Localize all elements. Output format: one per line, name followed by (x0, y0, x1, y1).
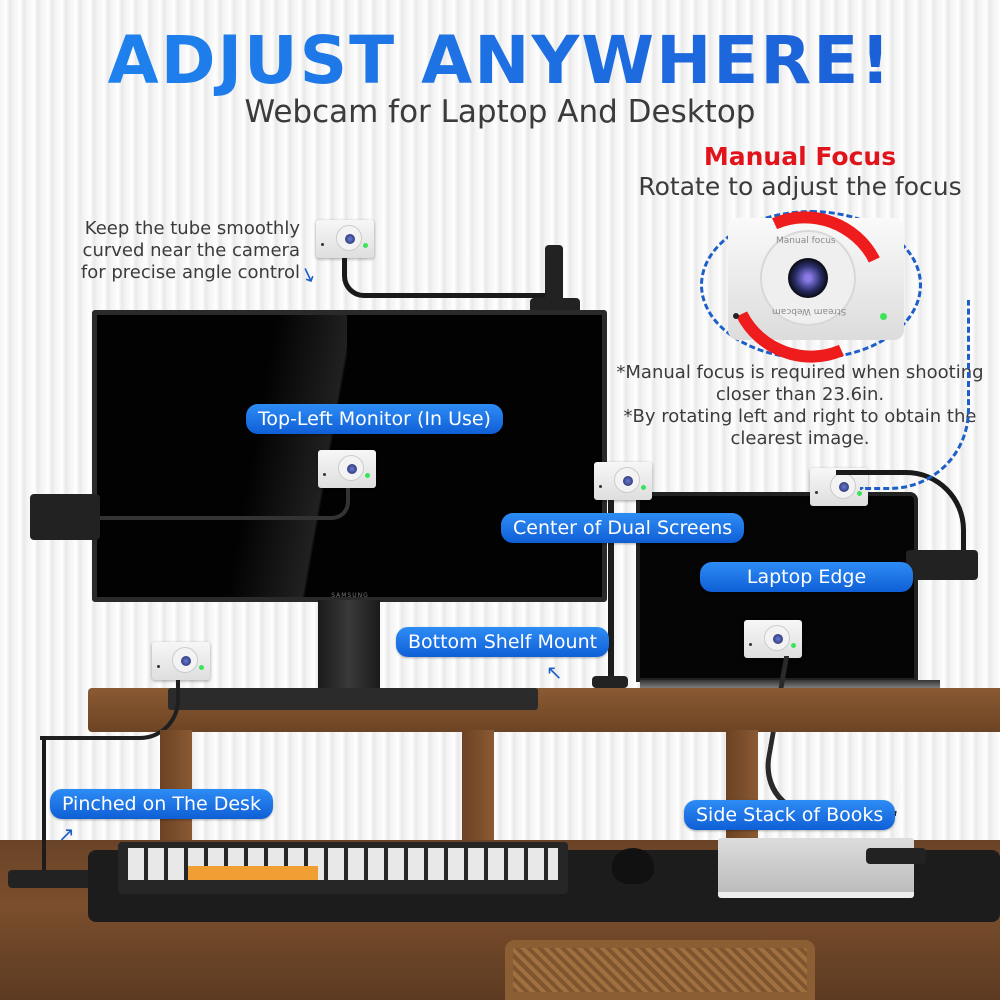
clip-icon (545, 245, 563, 305)
webcam-laptop-center (744, 620, 802, 658)
monitor-brand: SAMSUNG (331, 592, 369, 599)
page-title: ADJUST ANYWHERE! (0, 22, 1000, 99)
label-bottom-shelf: Bottom Shelf Mount (396, 627, 610, 657)
label-side-books: Side Stack of Books (684, 800, 896, 830)
label-center-dual-screens: Center of Dual Screens (501, 513, 745, 543)
label-laptop-edge: Laptop Edge (700, 562, 913, 592)
webcam-shelf (152, 642, 210, 680)
clip-icon (8, 870, 94, 888)
focus-dashed-ellipse (700, 210, 922, 360)
manual-focus-title: Manual Focus (703, 142, 897, 171)
clip-icon (30, 494, 100, 540)
webcam-monitor (318, 450, 376, 488)
book-stack (718, 838, 914, 898)
gooseneck-tube (342, 258, 562, 298)
webcam-top-clip (316, 220, 374, 258)
gooseneck-tube (40, 680, 180, 740)
lens-icon (788, 258, 828, 298)
gooseneck-tube (42, 736, 46, 876)
manual-focus-subtitle: Rotate to adjust the focus (638, 172, 962, 201)
gooseneck-tube (60, 488, 350, 520)
mic-dot-icon (733, 313, 739, 319)
label-top-left-monitor: Top-Left Monitor (In Use) (246, 404, 503, 434)
arrow-icon: ↘ (546, 662, 563, 686)
gooseneck-tube (608, 500, 614, 680)
tube-note-line: for precise angle control (80, 262, 300, 283)
tube-note-line: Keep the tube smoothly (84, 218, 300, 239)
clip-icon (592, 676, 628, 688)
tube-note: Keep the tube smoothly curved near the c… (70, 218, 300, 284)
chair-back (505, 940, 815, 1000)
monitor-stand-base (168, 688, 538, 710)
monitor-stand (318, 600, 380, 690)
webcam-center (594, 462, 652, 500)
dashed-connector (860, 300, 970, 490)
clip-icon (906, 550, 978, 580)
page-subtitle: Webcam for Laptop And Desktop (244, 94, 756, 130)
focus-ring-text-top: Manual focus (776, 236, 836, 246)
keyboard (118, 842, 568, 894)
clip-icon (866, 848, 926, 864)
tube-note-line: curved near the camera (82, 240, 300, 261)
gooseneck-tube (755, 656, 925, 816)
label-pinched-desk: Pinched on The Desk (50, 789, 273, 819)
mouse (612, 848, 654, 884)
arrow-icon: ↗ (58, 822, 75, 846)
